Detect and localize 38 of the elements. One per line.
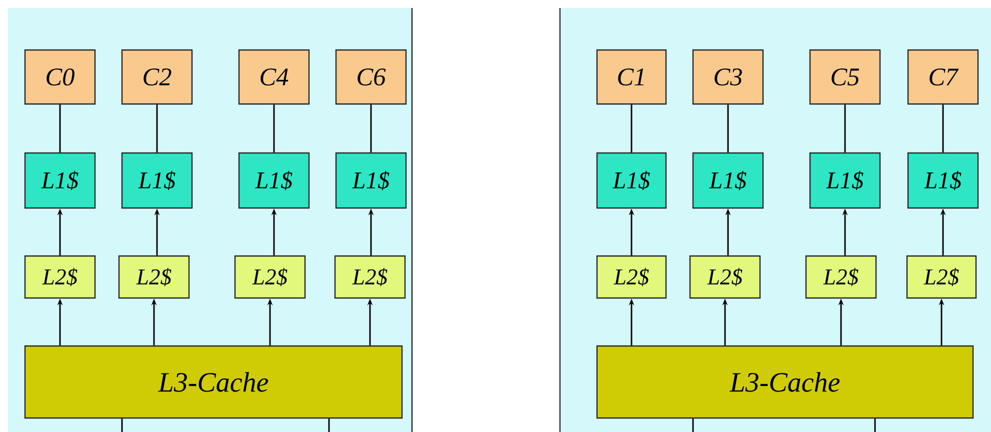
core-box: C3: [692, 49, 764, 105]
l3-cache-box: L3-Cache: [24, 345, 403, 419]
l1-cache-box: L1$: [907, 152, 979, 209]
core-box: C7: [907, 49, 979, 105]
connector-line: [630, 104, 632, 152]
l2-cache-box: L2$: [596, 255, 667, 299]
l1-cache-box: L1$: [596, 152, 667, 209]
l2-cache-box: L2$: [906, 255, 977, 299]
connector-line: [59, 104, 61, 152]
l2-cache-box: L2$: [334, 255, 406, 299]
connector-line: [844, 104, 846, 152]
connector-line: [727, 104, 729, 152]
l1-cache-box: L1$: [24, 152, 96, 209]
connector-line: [874, 418, 876, 432]
connector-line: [273, 104, 275, 152]
core-box: C4: [238, 49, 310, 105]
l1-cache-box: L1$: [335, 152, 407, 209]
core-box: C6: [335, 49, 407, 105]
core-box: C5: [809, 49, 881, 105]
l1-cache-box: L1$: [238, 152, 310, 209]
connector-line: [942, 104, 944, 152]
core-box: C0: [24, 49, 96, 105]
l1-cache-box: L1$: [809, 152, 881, 209]
connector-line: [156, 104, 158, 152]
l1-cache-box: L1$: [692, 152, 764, 209]
l1-cache-box: L1$: [121, 152, 193, 209]
l2-cache-box: L2$: [234, 255, 306, 299]
connector-line: [121, 418, 123, 432]
l2-cache-box: L2$: [805, 255, 877, 299]
l2-cache-box: L2$: [24, 255, 96, 299]
connector-line: [692, 418, 694, 432]
core-box: C1: [596, 49, 667, 105]
l2-cache-box: L2$: [689, 255, 761, 299]
l3-cache-box: L3-Cache: [596, 345, 974, 419]
connector-line: [328, 418, 330, 432]
l2-cache-box: L2$: [118, 255, 190, 299]
core-box: C2: [121, 49, 193, 105]
connector-line: [370, 104, 372, 152]
